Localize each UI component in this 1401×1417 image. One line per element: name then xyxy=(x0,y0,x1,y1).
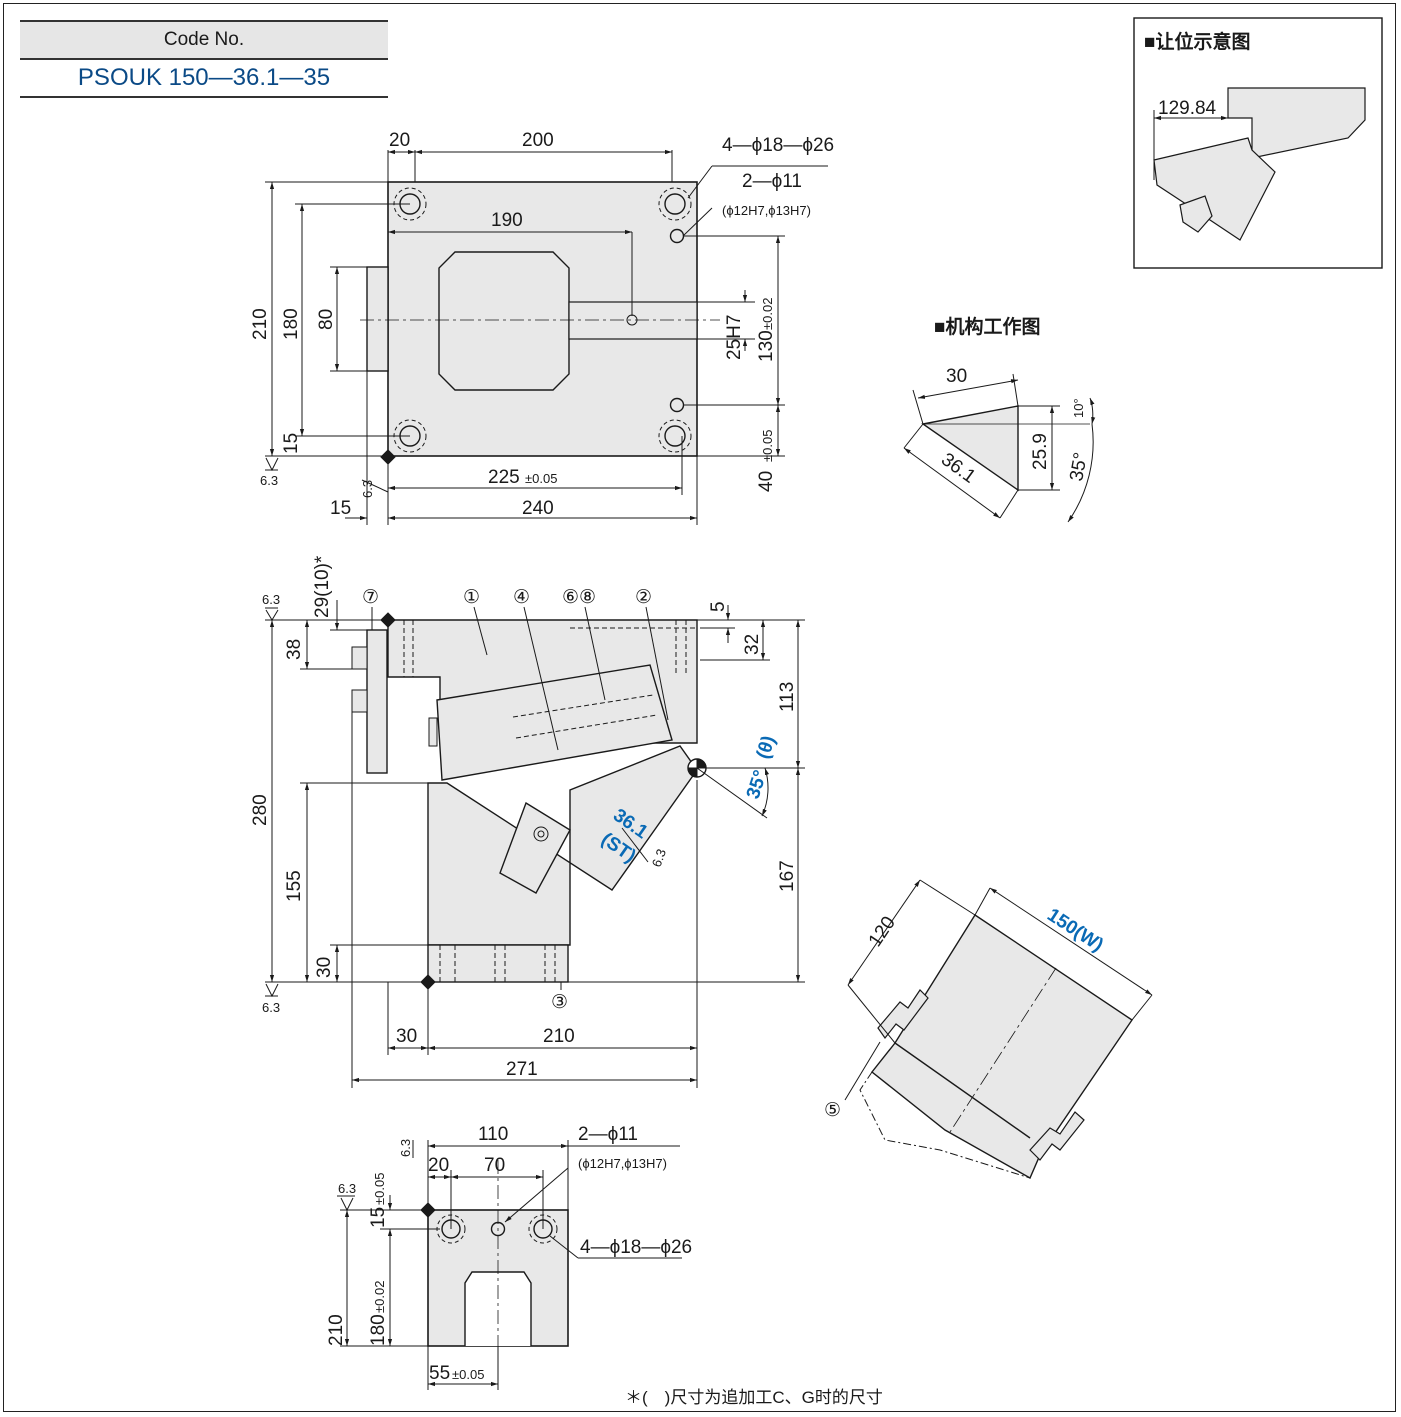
dim-240: 240 xyxy=(522,498,554,519)
label-bottom-2-holes: 2—ϕ11 xyxy=(578,1124,638,1145)
dim-15-left: 15 xyxy=(281,433,302,454)
dim-180: 180 xyxy=(281,308,302,340)
mechanism-heading: ■机构工作图 xyxy=(934,315,1040,338)
dim-25h7: 25H7 xyxy=(724,315,745,360)
callout-1: ① xyxy=(463,587,480,608)
dim-129-84: 129.84 xyxy=(1158,98,1217,119)
dim-29: 29(10)* xyxy=(312,555,333,618)
roughness-top-1: 6.3 xyxy=(260,473,278,488)
callout-2: ② xyxy=(635,587,652,608)
dim-110: 110 xyxy=(478,1124,508,1145)
mech-dim-25-9: 25.9 xyxy=(1030,433,1051,470)
mechanism-diagram xyxy=(903,373,1096,523)
dim-190: 190 xyxy=(491,210,523,231)
tol-40: ±0.05 xyxy=(760,430,775,462)
top-slot xyxy=(568,301,698,340)
mech-dim-30: 30 xyxy=(946,366,967,387)
dim-210: 210 xyxy=(250,308,271,340)
label-4-holes: 4—ϕ18—ϕ26 xyxy=(722,135,834,156)
mech-angle-35: 35° xyxy=(1066,451,1092,483)
side-view xyxy=(265,600,805,1088)
tol-15: ±0.05 xyxy=(372,1173,387,1205)
code-value: PSOUK 150—36.1—35 xyxy=(20,60,388,98)
bottom-view-labels: 110 20 70 15 ±0.05 180 ±0.02 210 55 ±0.0… xyxy=(326,1124,692,1384)
dim-130: 130 xyxy=(756,330,777,362)
roughness-side-1: 6.3 xyxy=(649,847,669,869)
roughness-side-2: 6.3 xyxy=(262,592,280,607)
block-view xyxy=(844,879,1153,1179)
top-view xyxy=(265,149,828,525)
dim-167: 167 xyxy=(777,860,798,892)
tol-225: ±0.05 xyxy=(525,471,557,486)
callout-5: ⑤ xyxy=(824,1100,841,1121)
roughness-side-3: 6.3 xyxy=(262,1000,280,1015)
dim-38: 38 xyxy=(284,639,305,660)
top-view-labels: 20 200 190 210 180 80 15 225 ±0.05 240 1… xyxy=(250,130,834,519)
dim-30-left: 30 xyxy=(314,957,335,978)
dim-55: 55 xyxy=(429,1363,450,1384)
dim-20: 20 xyxy=(389,130,410,151)
top-side-tab xyxy=(366,266,389,372)
dim-271: 271 xyxy=(506,1059,538,1080)
roughness-top-2: 6.3 xyxy=(360,480,375,498)
dim-210-side: 210 xyxy=(543,1026,575,1047)
clearance-heading: ■让位示意图 xyxy=(1144,30,1250,53)
callout-4: ④ xyxy=(513,587,530,608)
dim-40: 40 xyxy=(756,471,777,492)
label-2-holes: 2—ϕ11 xyxy=(742,171,802,192)
label-bottom-4-holes: 4—ϕ18—ϕ26 xyxy=(580,1237,692,1258)
slide-block xyxy=(436,664,673,781)
dim-280: 280 xyxy=(250,794,271,826)
side-view-labels: 29(10)* 38 280 155 30 5 32 113 167 30 21… xyxy=(250,555,798,1080)
cam-link xyxy=(499,801,571,894)
tol-130: ±0.02 xyxy=(760,298,775,330)
clearance-inset xyxy=(1133,17,1383,269)
tol-55: ±0.05 xyxy=(452,1367,484,1382)
drawing-frame xyxy=(3,3,1396,1412)
base-block xyxy=(427,944,569,983)
top-window xyxy=(438,251,570,391)
callout-6-8: ⑥⑧ xyxy=(562,587,596,608)
bottom-slot xyxy=(464,1271,532,1346)
dim-32: 32 xyxy=(742,634,763,655)
dim-70: 70 xyxy=(484,1155,505,1176)
code-header: Code No. xyxy=(20,20,388,60)
angle-theta: (θ) xyxy=(753,733,780,761)
dim-5: 5 xyxy=(708,601,729,612)
dim-200: 200 xyxy=(522,130,554,151)
dim-155: 155 xyxy=(284,870,305,902)
label-2-holes-sub: (ϕ12H7,ϕ13H7) xyxy=(722,203,811,218)
dim-30-bottom: 30 xyxy=(396,1026,417,1047)
block-dim-150w: 150(W) xyxy=(1043,905,1107,957)
dim-225: 225 xyxy=(488,467,520,488)
dim-210-bottom: 210 xyxy=(326,1314,347,1346)
code-number-box: Code No. PSOUK 150—36.1—35 xyxy=(20,20,388,98)
mech-angle-10: 10° xyxy=(1071,398,1086,418)
callout-3: ③ xyxy=(551,992,568,1013)
dim-15-bottom-view: 15 xyxy=(368,1207,389,1228)
dim-80: 80 xyxy=(316,309,337,330)
side-end-plate xyxy=(366,629,388,774)
bottom-view xyxy=(337,1140,682,1390)
dim-20-bottom: 20 xyxy=(428,1155,449,1176)
roughness-bottom-1: 6.3 xyxy=(338,1181,356,1196)
block-dim-120: 120 xyxy=(865,913,900,951)
label-bottom-2-holes-sub: (ϕ12H7,ϕ13H7) xyxy=(578,1156,667,1171)
dim-113: 113 xyxy=(777,682,798,712)
dim-15-bottom: 15 xyxy=(330,498,351,519)
footnote: ＊( )尺寸为追加工C、G时的尺寸 xyxy=(625,1388,883,1407)
tol-180: ±0.02 xyxy=(372,1281,387,1313)
roughness-bottom-2: 6.3 xyxy=(398,1139,413,1157)
dim-180-bottom: 180 xyxy=(368,1314,389,1346)
callout-7: ⑦ xyxy=(362,587,379,608)
